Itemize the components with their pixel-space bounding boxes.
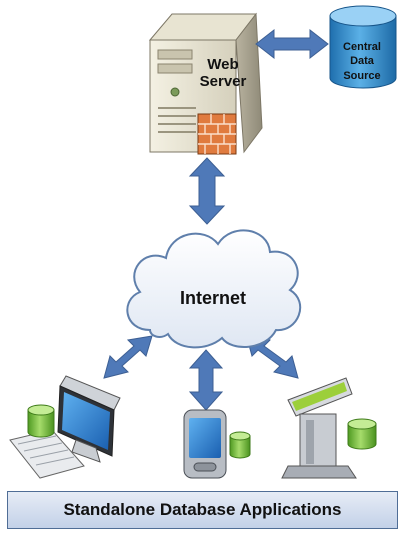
arrow-internet-desktop <box>103 335 153 379</box>
firewall-icon <box>197 113 237 155</box>
database-icon <box>329 5 397 89</box>
local-database-icon <box>347 418 377 450</box>
arrow-internet-pda <box>188 349 224 411</box>
cloud-icon <box>126 229 302 349</box>
central-data-source-line2: Data <box>350 55 374 68</box>
local-database-icon <box>27 404 55 438</box>
central-data-source-label: Central Data Source <box>332 40 392 83</box>
internet-label: Internet <box>179 288 246 308</box>
kiosk-icon <box>281 377 357 479</box>
web-server-label: Web Server <box>192 56 254 91</box>
central-data-source-line3: Source <box>343 69 381 82</box>
web-server-label-line2: Server <box>199 73 247 91</box>
desktop-computer-icon <box>9 375 121 479</box>
central-data-source-line1: Central <box>343 41 381 53</box>
standalone-apps-label: Standalone Database Applications <box>63 500 342 519</box>
standalone-apps-banner: Standalone Database Applications <box>7 491 398 529</box>
web-server-label-line1: Web <box>207 56 239 73</box>
arrow-server-internet <box>188 157 226 225</box>
server-icon <box>148 12 263 154</box>
pda-icon <box>183 409 227 479</box>
arrow-server-database <box>255 28 329 60</box>
local-database-icon <box>229 431 251 459</box>
